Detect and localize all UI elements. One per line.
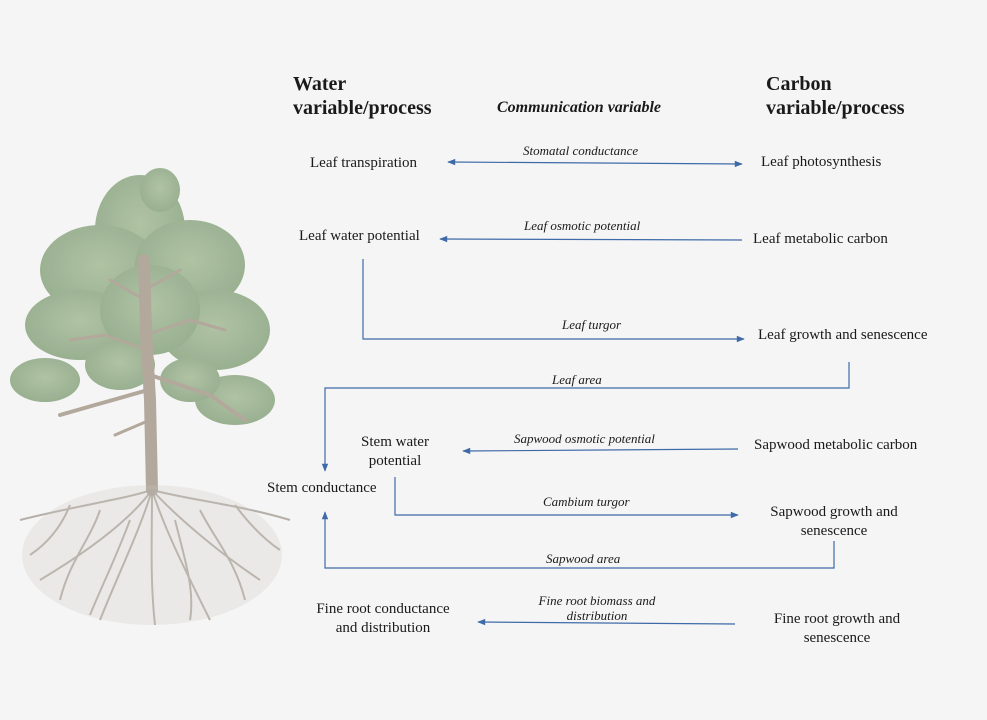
leaf-turgor-label: Leaf turgor [562, 317, 622, 332]
leaf-area-arrow [321, 362, 850, 472]
tree-trunk [58, 254, 247, 496]
leaf-osmotic-potential-arrow [439, 235, 743, 243]
leaf-area-label: Leaf area [552, 372, 602, 387]
sapwood-growth-node: Sapwood growth and senescence [770, 504, 898, 539]
tree-illustration [10, 168, 291, 626]
leaf-turgor-arrow [362, 259, 745, 343]
cambium-turgor-arrow [394, 477, 739, 519]
leaf-photosynthesis-node: Leaf photosynthesis [761, 154, 882, 170]
tree-roots [19, 489, 291, 626]
leaf-metabolic-carbon-node: Leaf metabolic carbon [753, 231, 888, 247]
cambium-turgor-label: Cambium turgor [543, 494, 630, 509]
leaf-growth-node: Leaf growth and senescence [758, 327, 928, 343]
stem-conductance-node: Stem conductance [267, 480, 377, 496]
stomatal-conductance-label: Stomatal conductance [523, 143, 639, 158]
sapwood-osmotic-potential-label: Sapwood osmotic potential [514, 431, 655, 446]
fine-root-growth-node: Fine root growth and senescence [773, 611, 901, 646]
sapwood-osmotic-potential-arrow [462, 447, 739, 455]
fine-root-conductance-node: Fine root conductance and distribution [316, 601, 450, 636]
stomatal-conductance-arrow [447, 158, 743, 168]
stem-water-potential-node: Stem water potential [361, 434, 429, 469]
leaf-water-potential-node: Leaf water potential [299, 228, 420, 244]
sapwood-metabolic-carbon-node: Sapwood metabolic carbon [754, 437, 918, 453]
tree-crown [10, 168, 275, 425]
communication-header: Communication variable [497, 99, 662, 116]
fine-root-biomass-label: Fine root biomass and distribution [538, 593, 656, 623]
sapwood-area-arrow [321, 511, 835, 569]
leaf-transpiration-node: Leaf transpiration [310, 155, 418, 171]
fine-root-biomass-arrow [477, 618, 736, 626]
sapwood-area-label: Sapwood area [546, 551, 621, 566]
water-header: Water variable/process [293, 73, 432, 119]
carbon-header: Carbon variable/process [766, 73, 905, 119]
leaf-osmotic-potential-label: Leaf osmotic potential [524, 218, 641, 233]
